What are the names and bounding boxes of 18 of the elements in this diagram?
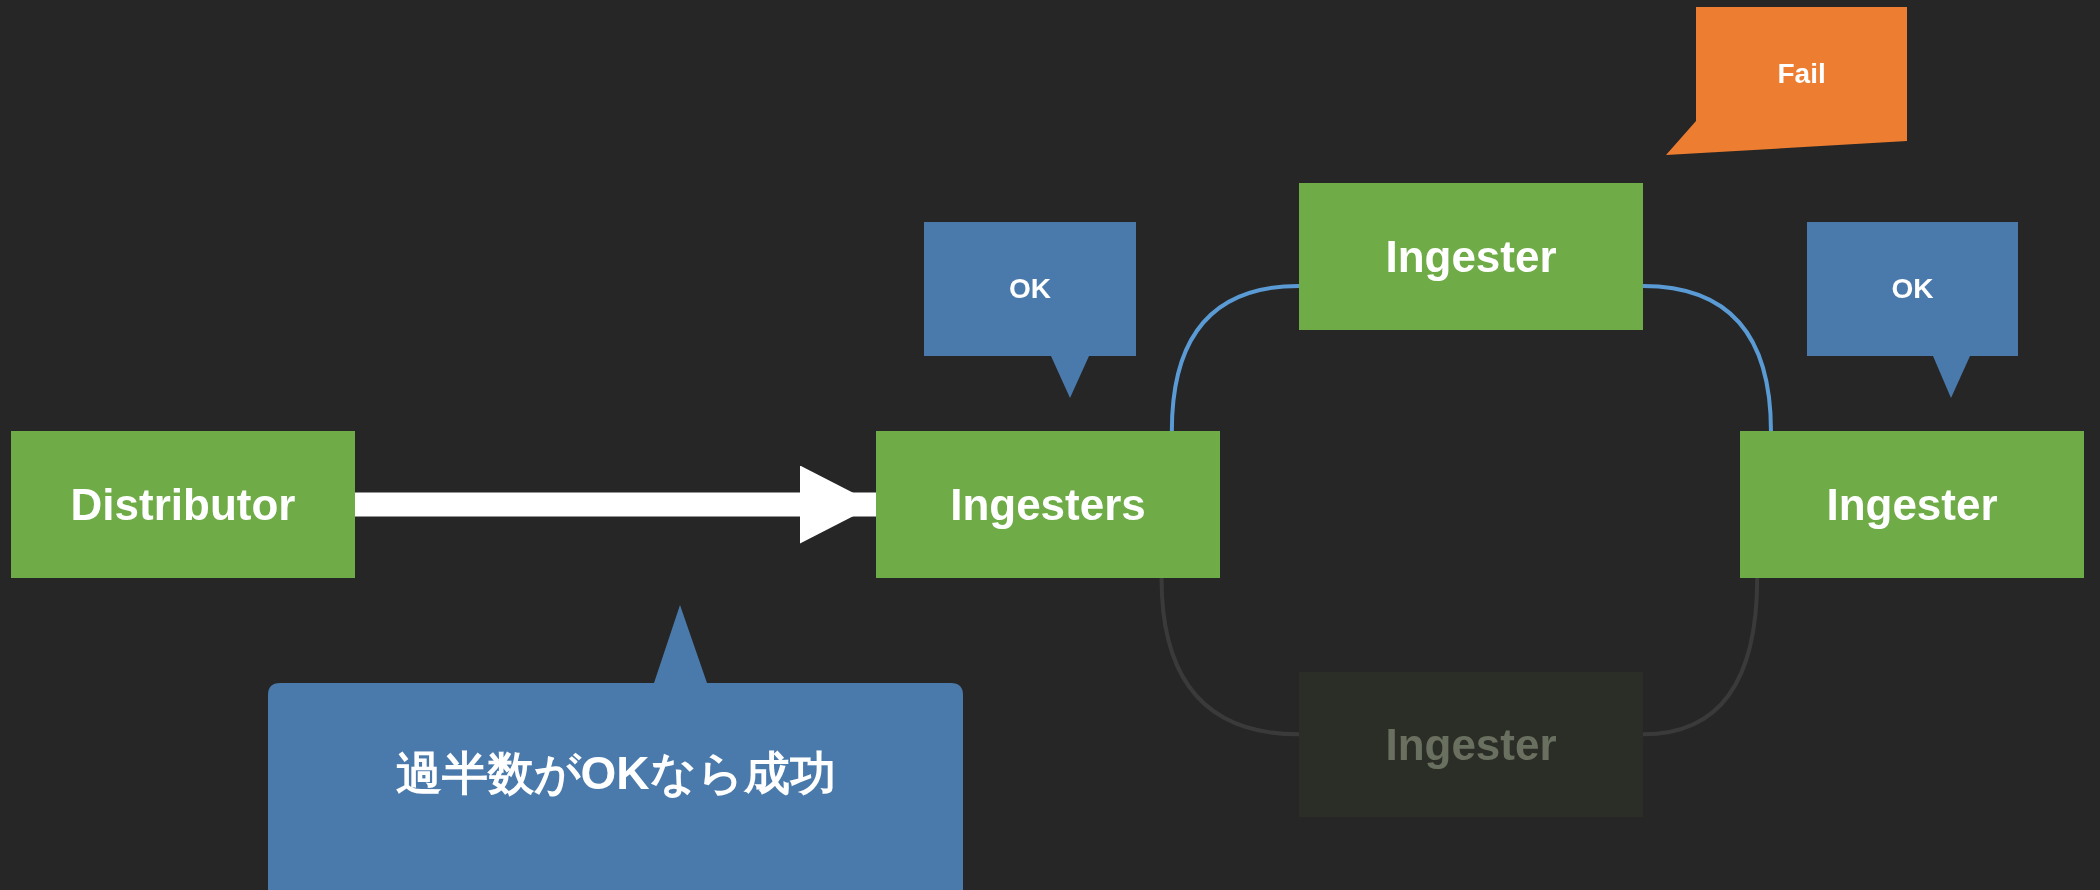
- callout-text: OK: [1891, 272, 1934, 306]
- speech-bubble: [268, 605, 963, 890]
- callout-text: OK: [1009, 272, 1051, 306]
- connector-line: [1642, 577, 1760, 737]
- callout-text: Fail: [1777, 57, 1826, 91]
- speech-bubble: [1807, 222, 2018, 398]
- process-box: Ingesters: [876, 431, 1220, 578]
- connector-line: [1159, 577, 1300, 737]
- speech-bubble: [924, 222, 1136, 398]
- block-arrow: [355, 465, 876, 544]
- connector-line: [1642, 283, 1773, 432]
- connector-line: [1169, 283, 1300, 432]
- process-box: Ingester: [1299, 183, 1643, 330]
- process-box: Ingester: [1740, 431, 2084, 578]
- callout-text: 過半数がOKなら成功: [395, 745, 836, 801]
- process-box: Distributor: [11, 431, 355, 578]
- speech-bubble: [1666, 7, 1907, 155]
- process-box: Ingester: [1299, 672, 1643, 817]
